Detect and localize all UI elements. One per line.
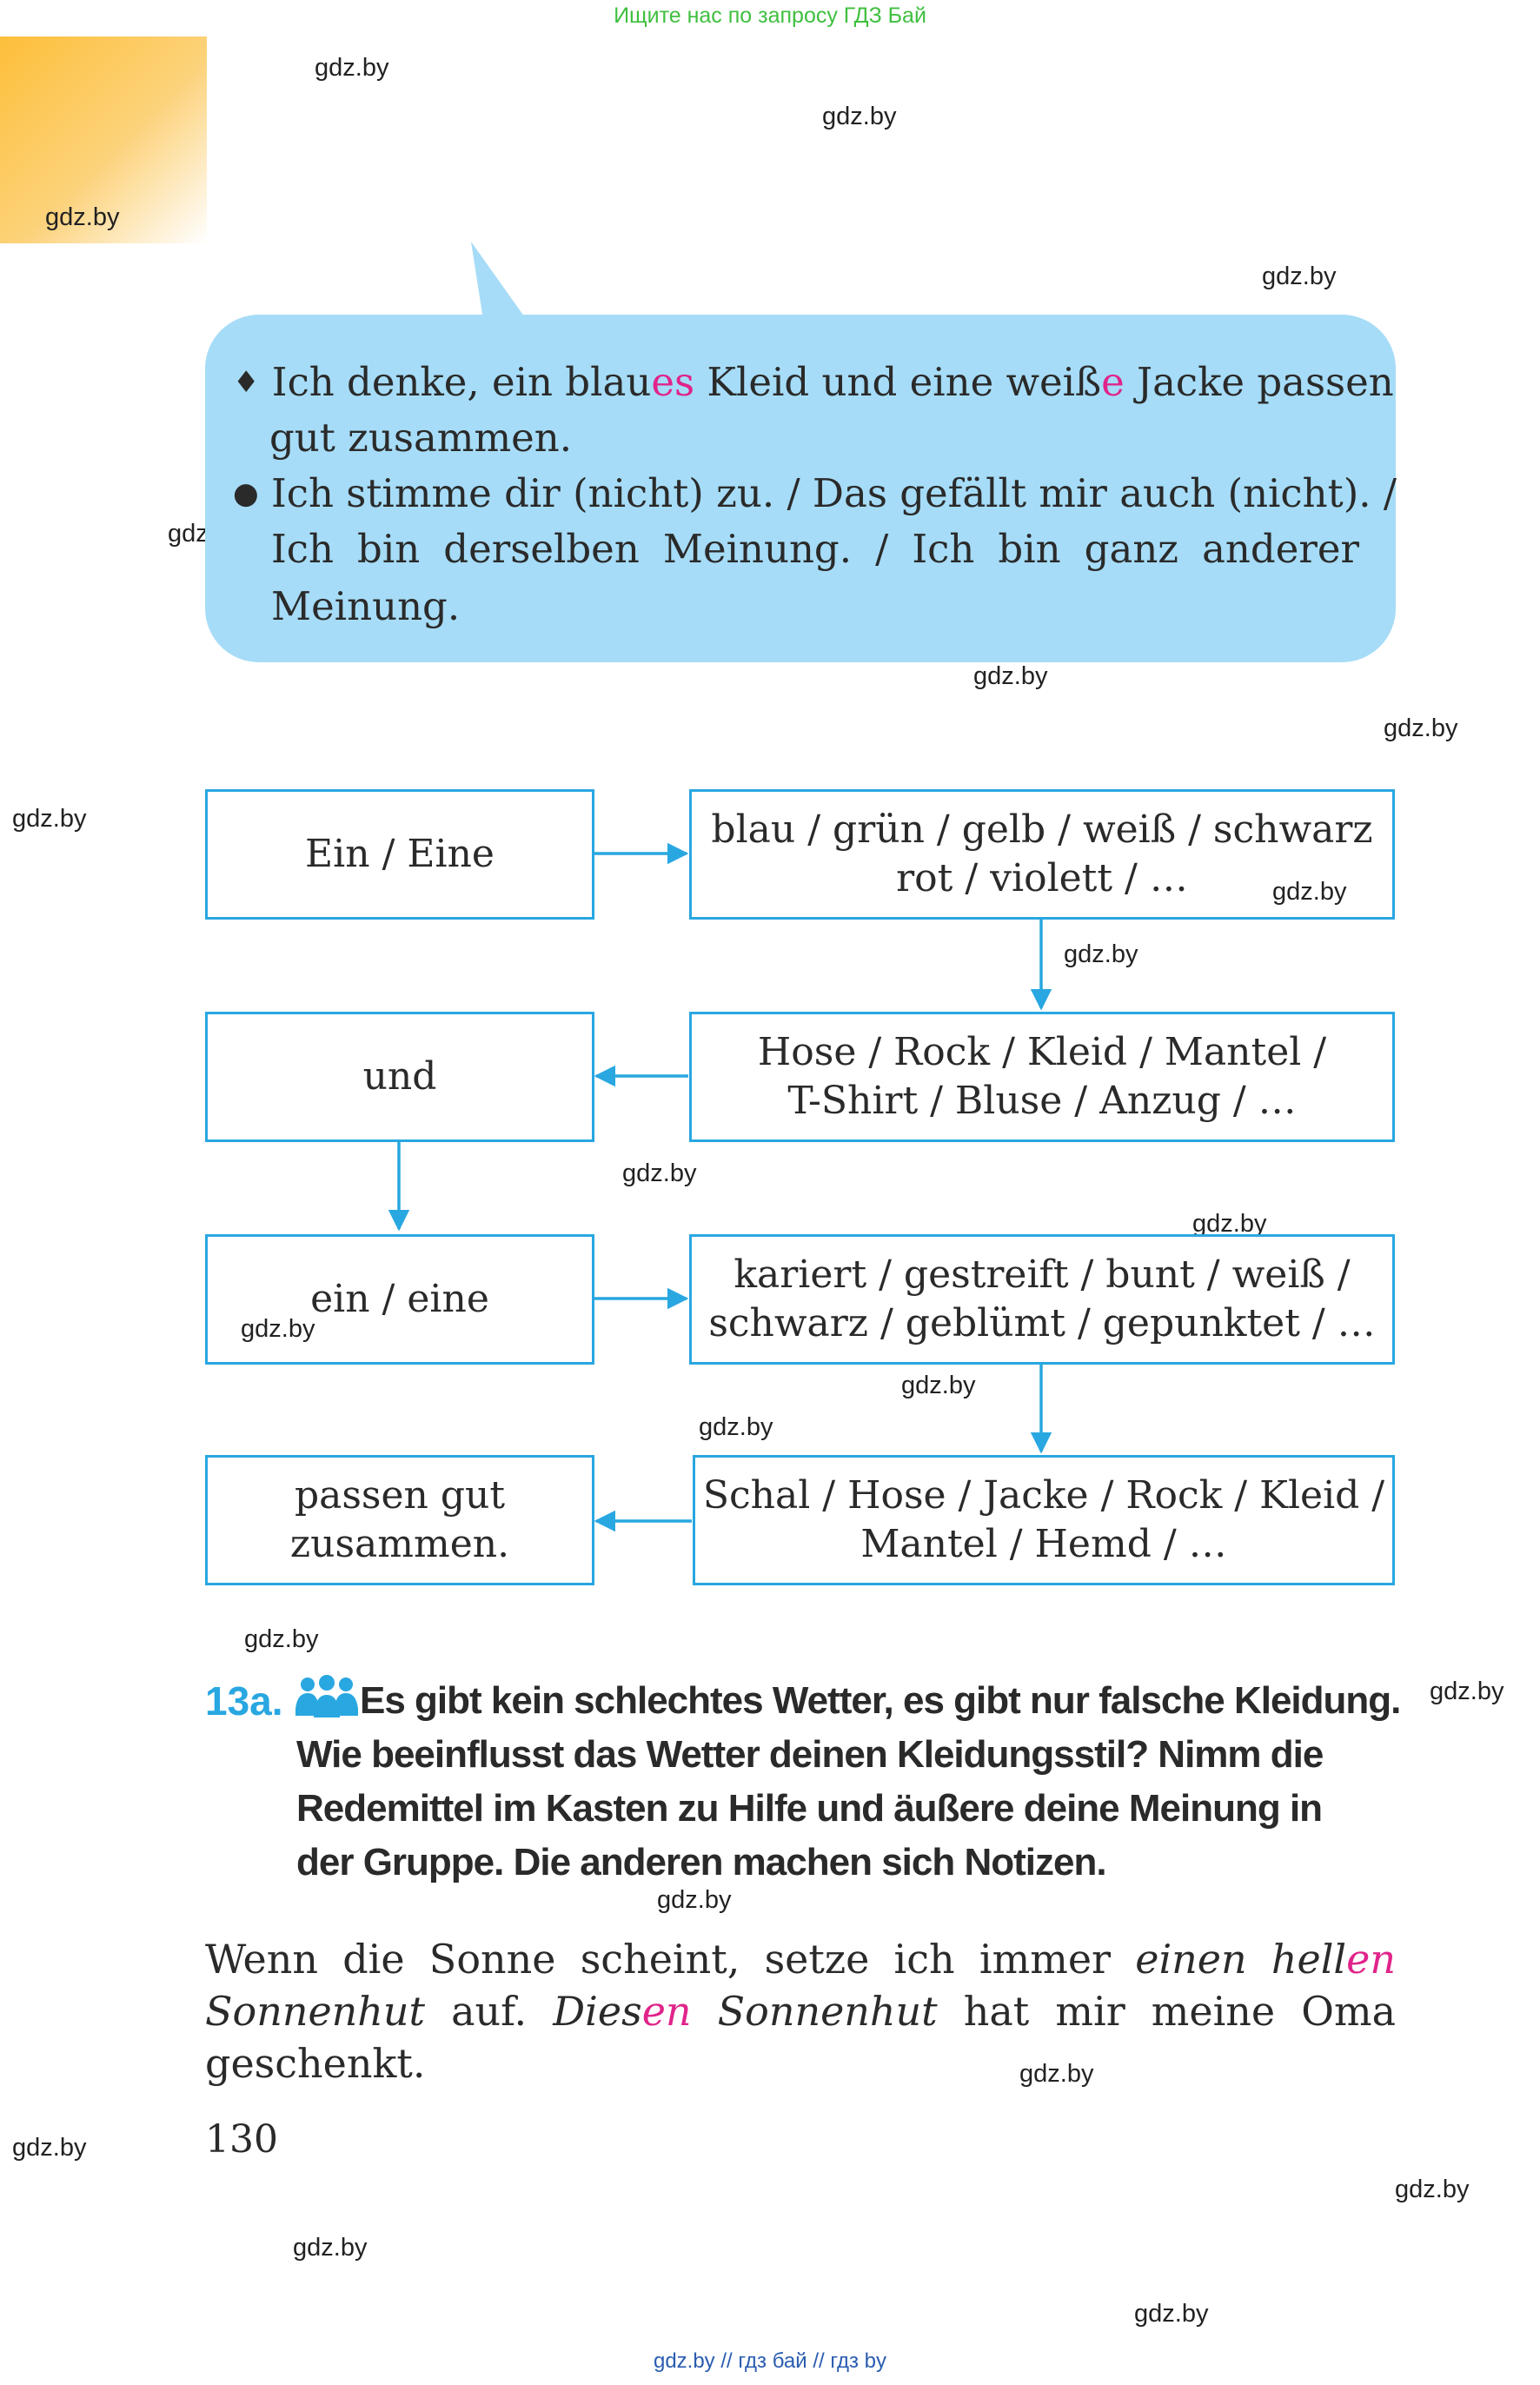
flow-box-ein-eine: Ein / Eine [205, 789, 594, 920]
watermark: gdz.by [1262, 262, 1337, 290]
page-number: 130 [205, 2117, 278, 2162]
bottom-links[interactable]: gdz.by // гдз бай // гдз by [653, 2349, 887, 2373]
bubble-line-1: ♦ Ich denke, ein blaues Kleid und eine w… [233, 359, 1394, 405]
bubble-line-4: Ich bin derselben Meinung. / Ich bin gan… [271, 526, 1359, 572]
flow-box-ein-eine-lower: ein / eine [205, 1234, 594, 1365]
circle-bullet-icon: ● [233, 476, 259, 511]
watermark: gdz.by [1064, 940, 1138, 968]
flow-box-patterns: kariert / gestreift / bunt / weiß / schw… [689, 1234, 1395, 1365]
bubble-line-3: ● Ich stimme dir (nicht) zu. / Das gefäl… [233, 470, 1397, 516]
example-line-3: geschenkt. [205, 2040, 426, 2087]
watermark: gdz.by [1395, 2176, 1470, 2203]
task-number: 13a. [205, 1678, 283, 1724]
example-line-1: Wenn die Sonne scheint, setze ich immer … [205, 1936, 1396, 1983]
watermark: gdz.by [244, 1625, 319, 1653]
speech-bubble [205, 315, 1396, 662]
example-line-2: Sonnenhut auf. Diesen Sonnenhut hat mir … [205, 1988, 1396, 2035]
watermark: gdz.by [12, 805, 87, 833]
group-work-icon [295, 1675, 358, 1717]
watermark: gdz.by [1134, 2300, 1209, 2328]
watermark: gdz.by [699, 1413, 773, 1441]
watermark: gdz.by [1384, 714, 1458, 742]
diamond-bullet-icon: ♦ [233, 365, 260, 400]
watermark: gdz.by [45, 203, 120, 231]
watermark: gdz.by [1192, 1210, 1267, 1238]
task-line-1: Es gibt kein schlechtes Wetter, es gibt … [360, 1679, 1401, 1722]
watermark: gdz.by [1430, 1677, 1504, 1705]
flow-box-und: und [205, 1012, 594, 1142]
bubble-line-2: gut zusammen. [269, 415, 573, 461]
watermark: gdz.by [293, 2234, 368, 2262]
flow-box-colors: blau / grün / gelb / weiß / schwarz rot … [689, 789, 1395, 920]
flow-box-clothes-1: Hose / Rock / Kleid / Mantel / T-Shirt /… [689, 1012, 1395, 1142]
task-line-2: Wie beeinflusst das Wetter deinen Kleidu… [296, 1733, 1324, 1776]
task-line-4: der Gruppe. Die anderen machen sich Noti… [296, 1841, 1107, 1883]
flow-box-passen: passen gut zusammen. [205, 1455, 594, 1585]
watermark: gdz.by [1019, 2060, 1094, 2088]
watermark: gdz.by [241, 1315, 315, 1343]
watermark: gdz.by [657, 1886, 732, 1914]
watermark: gdz.by [622, 1159, 697, 1187]
watermark: gdz.by [822, 103, 897, 130]
watermark: gdz.by [901, 1372, 976, 1399]
watermark: gdz.by [1272, 878, 1347, 906]
task-line-3: Redemittel im Kasten zu Hilfe und äußere… [296, 1787, 1323, 1830]
corner-decoration [0, 37, 207, 243]
top-banner[interactable]: Ищите нас по запросу ГДЗ Бай [614, 3, 926, 28]
bubble-line-5: Meinung. [271, 583, 461, 629]
flow-box-clothes-2: Schal / Hose / Jacke / Rock / Kleid / Ma… [693, 1455, 1395, 1585]
watermark: gdz.by [315, 54, 389, 82]
watermark: gdz.by [973, 662, 1048, 690]
speech-bubble-tail [471, 242, 527, 320]
watermark: gdz.by [12, 2134, 87, 2162]
